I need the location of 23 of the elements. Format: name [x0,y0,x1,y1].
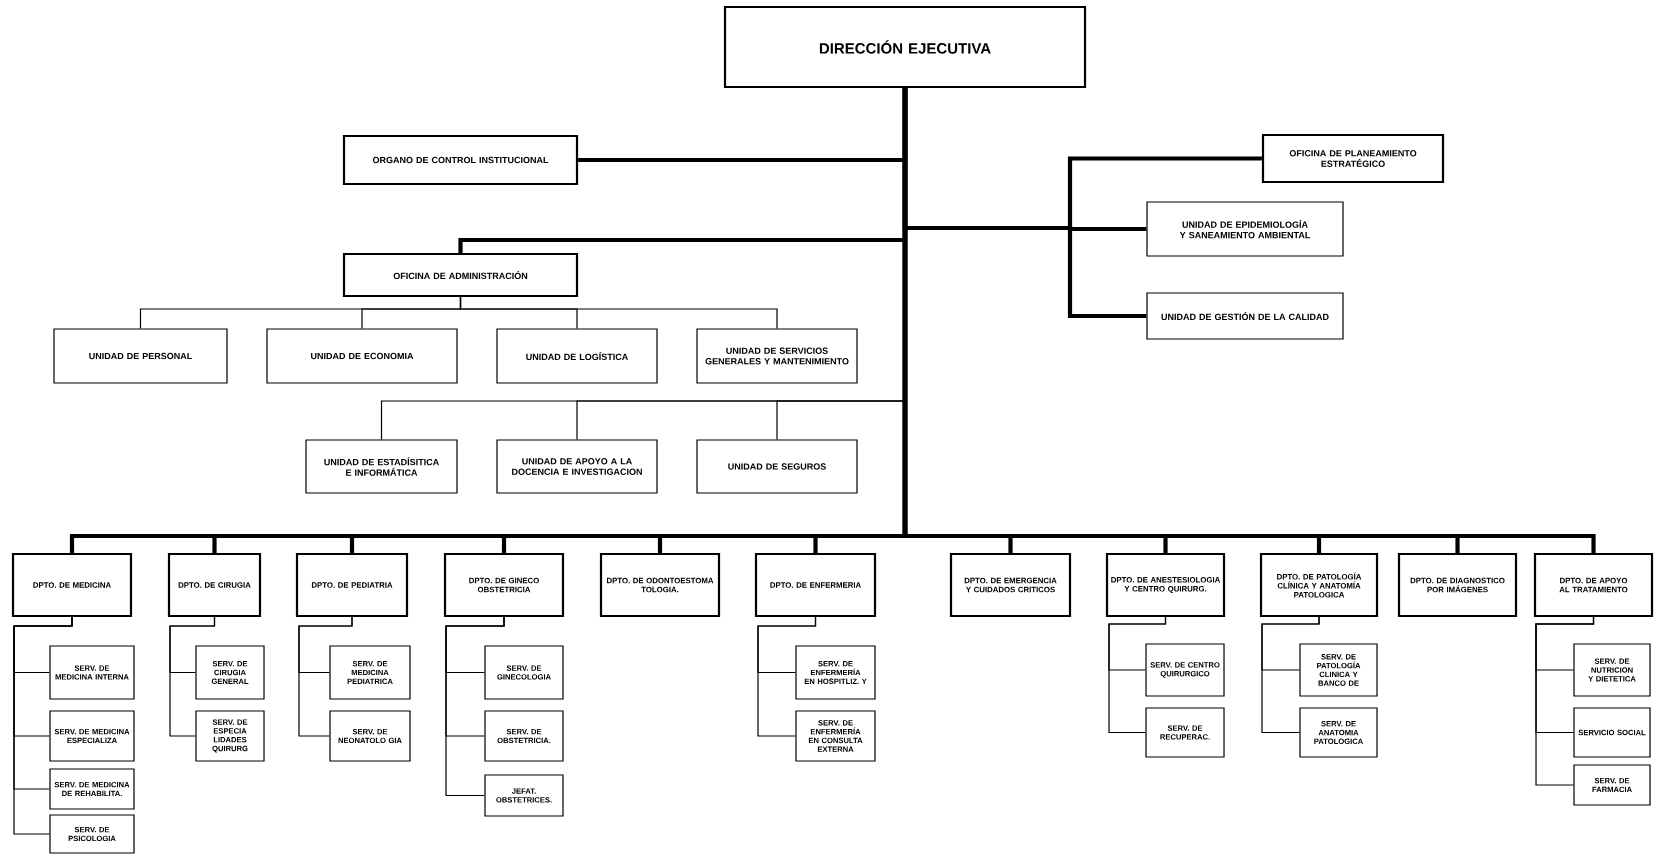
office-box: UNIDAD DE PERSONAL [53,328,228,384]
connector-line [1108,616,1167,671]
connector-line [169,616,216,674]
office-box: ORGANO DE CONTROL INSTITUCIONAL [342,134,579,186]
office-box: OFICINA DE ADMINISTRACIÓN [342,252,579,298]
head-office-box: DIRECCIÓN EJECUTIVA [723,5,1087,89]
connector-line [298,616,353,674]
office-box: UNIDAD DE SEGUROS [696,439,858,494]
office-box: UNIDAD DE GESTIÓN DE LA CALIDAD [1146,292,1344,340]
connector-line [757,616,817,674]
office-box: UNIDAD DE SERVICIOS GENERALES Y MANTENIMIENTO [696,328,858,384]
connector-line [13,616,73,674]
connector-line [902,88,1596,553]
office-box: UNIDAD DE EPIDEMIOLOGÍA Y SANEAMIENTO AMBIENTAL [1146,201,1344,257]
connector-line [1261,616,1320,671]
office-box: UNIDAD DE ESTADÍSITICA E INFORMÁTICA [305,439,458,494]
connector-line [445,616,505,674]
connector-line [1535,616,1595,671]
office-box: UNIDAD DE LOGÍSTICA [496,328,658,384]
office-box: UNIDAD DE ECONOMIA [266,328,458,384]
connector-line [139,296,462,329]
office-box: UNIDAD DE APOYO A LA DOCENCIA E INVESTIGACION [496,439,658,494]
office-box: OFICINA DE PLANEAMIENTO ESTRATÉGICO [1261,133,1445,184]
